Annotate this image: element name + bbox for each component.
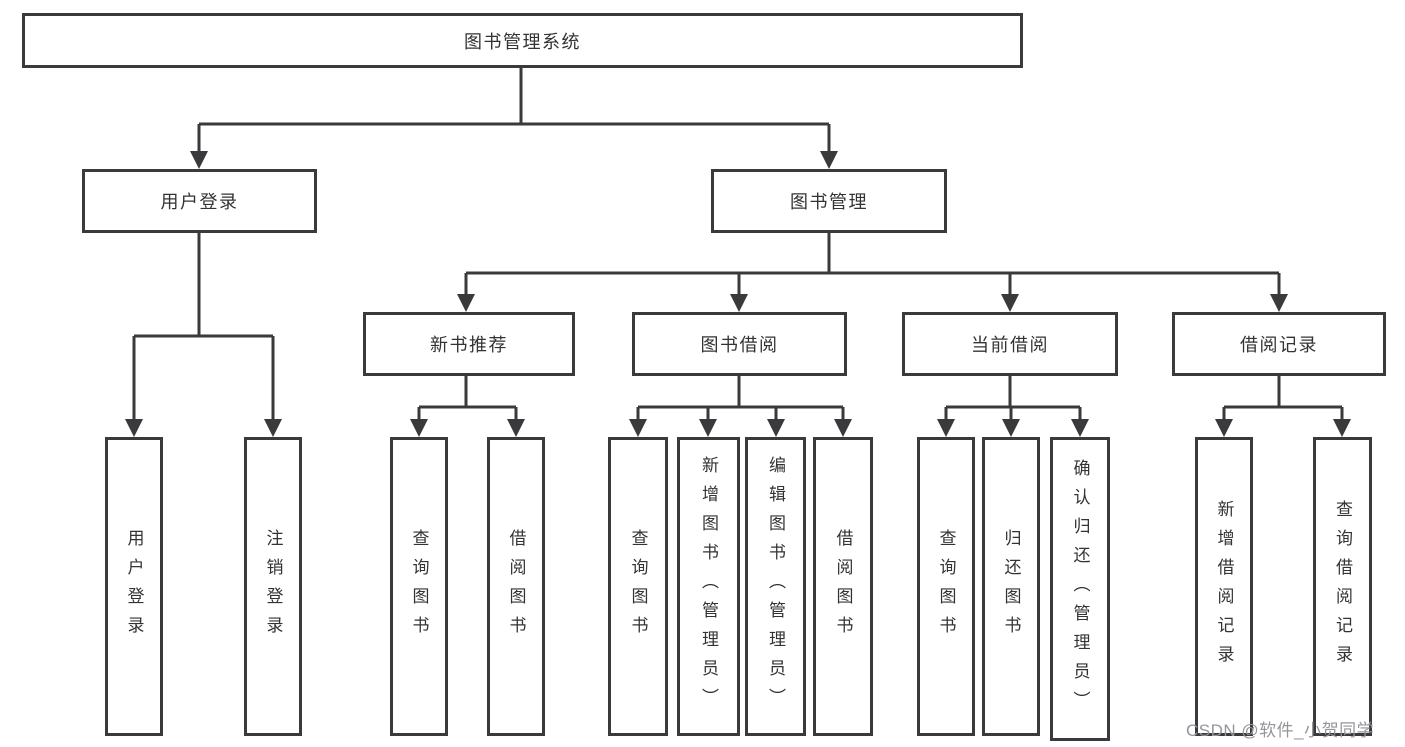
node-new-book-recommend: 新书推荐 (363, 312, 575, 376)
leaf-query-books-borrow: 查询图书 (608, 437, 668, 736)
node-borrow-records: 借阅记录 (1172, 312, 1386, 376)
node-book-borrow: 图书借阅 (632, 312, 847, 376)
leaf-query-books-current-label: 查询图书 (936, 528, 956, 645)
leaf-return-books-label: 归还图书 (1001, 528, 1021, 645)
node-user-login: 用户登录 (82, 169, 317, 233)
leaf-confirm-return-admin: 确认归还（管理员） (1050, 437, 1110, 741)
leaf-query-borrow-record-label: 查询借阅记录 (1333, 499, 1352, 674)
leaf-borrow-books-recommend-label: 借阅图书 (506, 528, 526, 645)
leaf-query-books-current: 查询图书 (917, 437, 975, 736)
leaf-user-login: 用户登录 (105, 437, 163, 736)
leaf-add-borrow-record: 新增借阅记录 (1195, 437, 1253, 736)
node-book-management-label: 图书管理 (790, 192, 868, 212)
node-current-borrow: 当前借阅 (902, 312, 1118, 376)
leaf-user-login-label: 用户登录 (124, 528, 144, 645)
leaf-logout-label: 注销登录 (263, 528, 283, 645)
leaf-query-books-borrow-label: 查询图书 (628, 528, 648, 645)
leaf-add-book-admin-label: 新增图书（管理员） (699, 456, 718, 717)
node-user-login-label: 用户登录 (160, 192, 239, 212)
node-root: 图书管理系统 (22, 13, 1023, 68)
leaf-query-books-recommend: 查询图书 (390, 437, 448, 736)
leaf-borrow-books-label: 借阅图书 (833, 528, 853, 645)
leaf-edit-book-admin-label: 编辑图书（管理员） (766, 456, 785, 717)
csdn-watermark: CSDN @软件_小贺同学 (1186, 721, 1375, 740)
node-current-borrow-label: 当前借阅 (971, 335, 1049, 355)
leaf-confirm-return-admin-label: 确认归还（管理员） (1070, 458, 1090, 720)
node-book-borrow-label: 图书借阅 (700, 335, 779, 355)
leaf-return-books: 归还图书 (982, 437, 1040, 736)
leaf-logout: 注销登录 (244, 437, 302, 736)
leaf-edit-book-admin: 编辑图书（管理员） (745, 437, 806, 736)
leaf-add-borrow-record-label: 新增借阅记录 (1214, 499, 1234, 674)
leaf-query-borrow-record: 查询借阅记录 (1313, 437, 1372, 736)
node-new-book-recommend-label: 新书推荐 (430, 335, 508, 355)
node-root-label: 图书管理系统 (464, 31, 581, 52)
leaf-add-book-admin: 新增图书（管理员） (677, 437, 740, 736)
node-borrow-records-label: 借阅记录 (1240, 335, 1318, 355)
leaf-borrow-books-recommend: 借阅图书 (487, 437, 545, 736)
leaf-borrow-books: 借阅图书 (813, 437, 873, 736)
node-book-management: 图书管理 (711, 169, 947, 233)
leaf-query-books-recommend-label: 查询图书 (409, 528, 429, 645)
